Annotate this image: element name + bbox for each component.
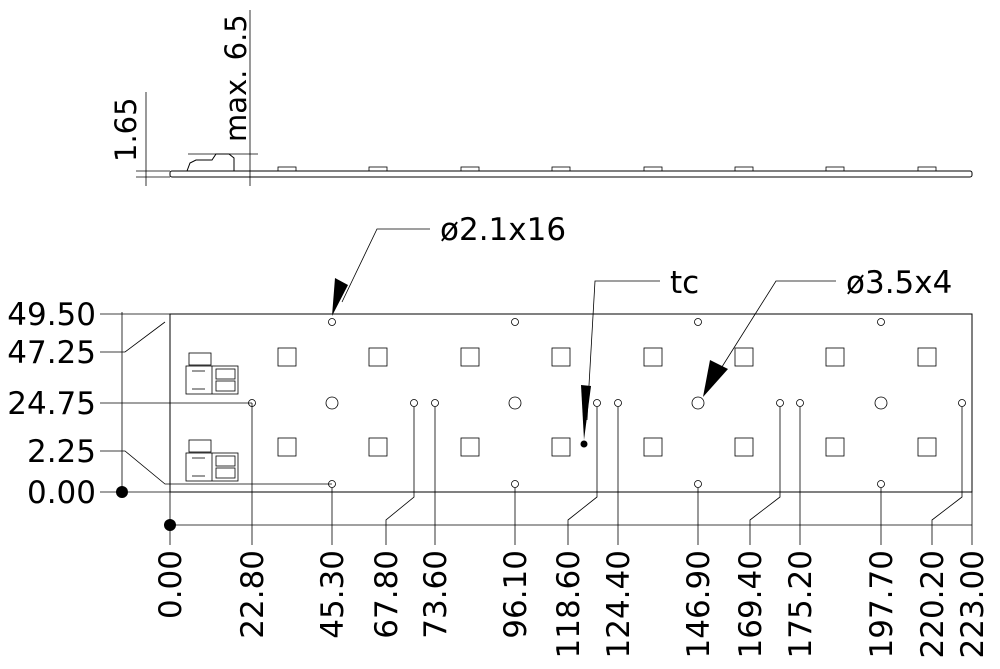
y-dim-49-50: 49.50 bbox=[7, 297, 96, 333]
x-dim-146-90: 146.90 bbox=[681, 550, 717, 658]
y-origin-dot bbox=[116, 486, 128, 498]
x-dim-0-00: 0.00 bbox=[153, 550, 189, 619]
x-dim-220-20: 220.20 bbox=[915, 550, 951, 658]
holes-large-middle bbox=[325, 396, 888, 410]
connector-lower bbox=[185, 439, 239, 482]
holes-top-edge bbox=[328, 318, 885, 326]
y-dim-24-75: 24.75 bbox=[7, 386, 96, 422]
y-dim-0-00: 0.00 bbox=[27, 475, 96, 511]
top-view: ø2.1x16 tc ø3.5x4 49.50 47.25 24.75 2.25… bbox=[7, 212, 991, 658]
x-dim-22-80: 22.80 bbox=[235, 550, 271, 639]
y-dimensions: 49.50 47.25 24.75 2.25 0.00 bbox=[7, 297, 332, 511]
board-outline bbox=[169, 313, 973, 493]
x-dim-223-00: 223.00 bbox=[955, 550, 991, 658]
x-dimensions: 0.00 22.80 45.30 67.80 73.60 96.10 118.6… bbox=[153, 403, 991, 658]
y-dim-2-25: 2.25 bbox=[27, 434, 96, 470]
x-dim-169-40: 169.40 bbox=[733, 550, 769, 658]
callout-tc-label: tc bbox=[670, 265, 699, 301]
callout-tc: tc bbox=[581, 265, 699, 440]
tc-point bbox=[580, 440, 588, 448]
side-view-board bbox=[169, 170, 973, 178]
connector-upper bbox=[185, 352, 239, 395]
holes-bottom-edge bbox=[328, 480, 885, 488]
side-view-led-bumps bbox=[277, 166, 937, 172]
x-dim-73-60: 73.60 bbox=[418, 550, 454, 639]
x-dim-124-40: 124.40 bbox=[601, 550, 637, 658]
x-dim-67-80: 67.80 bbox=[369, 550, 405, 639]
y-dim-47-25: 47.25 bbox=[7, 335, 96, 371]
side-view-connector bbox=[186, 153, 235, 172]
led-row-lower bbox=[277, 437, 937, 457]
callout-hole-large-label: ø3.5x4 bbox=[846, 265, 952, 301]
callout-hole-small-label: ø2.1x16 bbox=[440, 212, 566, 248]
side-height-label: 1.65 bbox=[109, 97, 143, 162]
x-dim-118-60: 118.60 bbox=[551, 550, 587, 658]
callout-hole-small: ø2.1x16 bbox=[332, 212, 566, 316]
x-dim-197-70: 197.70 bbox=[864, 550, 900, 658]
led-row-upper bbox=[277, 347, 937, 367]
x-dim-175-20: 175.20 bbox=[783, 550, 819, 658]
side-view: 1.65 max. 6.5 bbox=[109, 10, 973, 186]
x-origin-dot bbox=[164, 519, 176, 531]
holes-small-middle bbox=[248, 399, 966, 407]
x-dim-45-30: 45.30 bbox=[315, 550, 351, 639]
callout-hole-large: ø3.5x4 bbox=[703, 265, 952, 397]
x-dim-96-10: 96.10 bbox=[498, 550, 534, 639]
max-height-label: max. 6.5 bbox=[219, 14, 253, 142]
